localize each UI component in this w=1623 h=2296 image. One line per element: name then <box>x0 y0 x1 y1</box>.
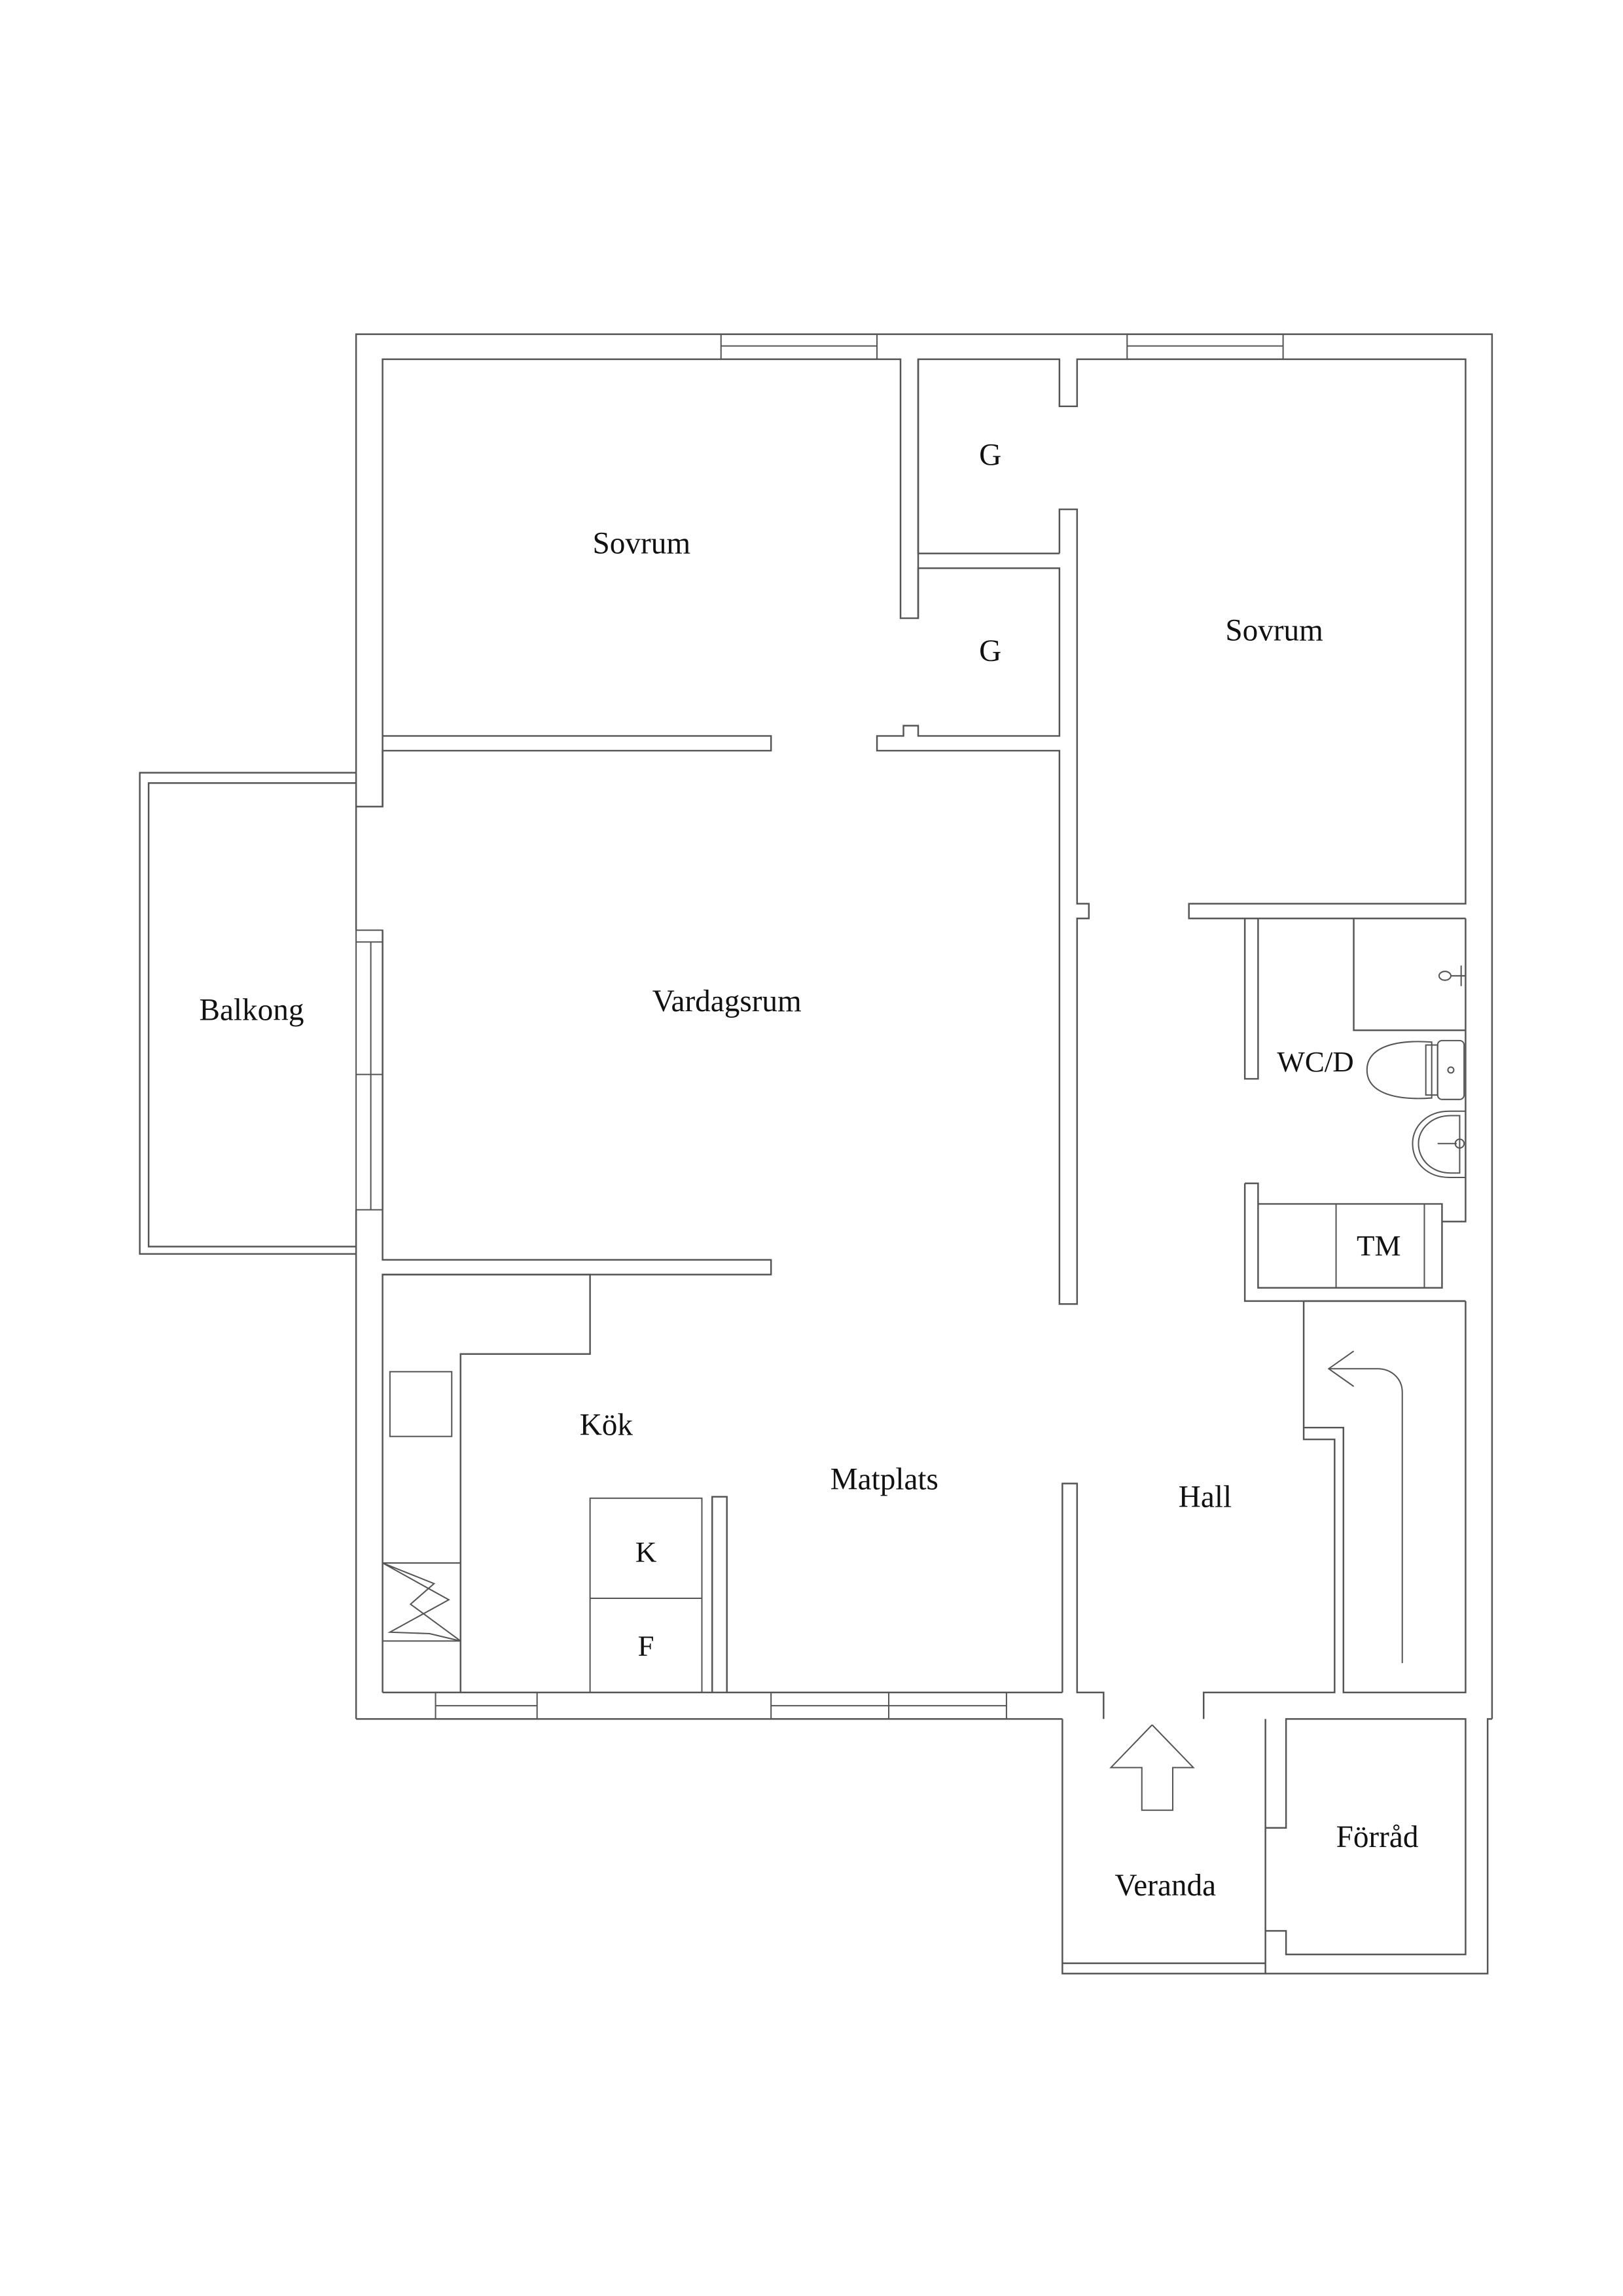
room-forrad: Förråd <box>1265 1718 1492 1975</box>
room-veranda: Veranda <box>1061 1719 1266 1975</box>
room-label-hall: Hall <box>1179 1480 1232 1515</box>
room-label-garderob-2: G <box>979 634 1001 668</box>
room-vardagsrum: Vardagsrum <box>355 929 802 1693</box>
room-label-vardagsrum: Vardagsrum <box>652 984 802 1018</box>
toilet-icon <box>1366 1039 1465 1100</box>
sink-icon <box>1412 1110 1466 1178</box>
sink-counter-icon <box>389 1371 453 1437</box>
entrance-arrow-icon <box>1109 1724 1195 1811</box>
room-label-matplats: Matplats <box>830 1463 938 1497</box>
room-label-tm: TM <box>1357 1229 1400 1262</box>
exterior-walls <box>355 333 1493 1720</box>
room-label-sovrum-1: Sovrum <box>593 527 691 561</box>
appliance-label-kyl: K <box>635 1535 656 1568</box>
room-label-kok: Kök <box>580 1408 633 1442</box>
shower-icon <box>1438 965 1466 986</box>
room-label-wc-d: WC/D <box>1277 1045 1353 1078</box>
room-matplats: Matplats <box>711 1463 1105 1720</box>
appliance-label-frys: F <box>638 1630 654 1662</box>
room-sovrum-2: Sovrum <box>1225 613 1323 647</box>
room-label-veranda: Veranda <box>1115 1869 1216 1903</box>
room-wc-d: WC/D <box>1243 918 1467 1223</box>
room-sovrum-1: Sovrum <box>356 527 772 808</box>
closets: G G <box>876 359 1090 1305</box>
room-tm: TM <box>1243 1182 1466 1302</box>
stove-icon <box>382 1562 461 1642</box>
room-label-balkong: Balkong <box>199 993 304 1027</box>
room-hall: Hall <box>1179 1300 1467 1719</box>
stair-direction-arrow-icon <box>1327 1350 1403 1663</box>
room-balkong: Balkong <box>139 772 357 1255</box>
room-label-garderob-1: G <box>979 439 1001 473</box>
room-label-forrad: Förråd <box>1336 1820 1419 1854</box>
room-label-sovrum-2: Sovrum <box>1225 613 1323 647</box>
